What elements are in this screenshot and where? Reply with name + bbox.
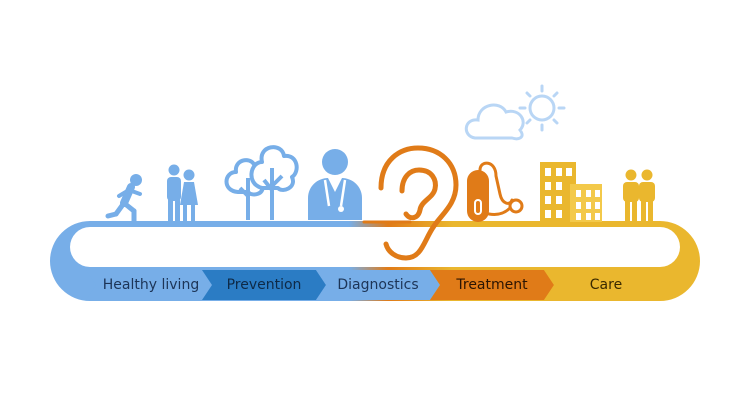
- building-icon: [540, 162, 602, 222]
- stage-label-diagnostics: Diagnostics: [337, 277, 419, 293]
- stage-chevron-care: [544, 270, 670, 300]
- doctor-icon: [308, 149, 362, 220]
- couple-icon: [167, 164, 198, 221]
- stage-label-care: Care: [589, 277, 623, 293]
- stage-chevron-prevention: [202, 270, 326, 300]
- stage-label-treatment: Treatment: [456, 277, 528, 293]
- stage-label-prevention: Prevention: [226, 277, 302, 293]
- ear-icon: [362, 145, 459, 261]
- stage-chevron-diagnostics: [316, 270, 440, 300]
- stage-chevron-healthy-living: [86, 270, 212, 300]
- caregivers-icon: [623, 169, 655, 221]
- cloud-sun-icon: [464, 84, 566, 141]
- stage-label-healthy-living: Healthy living: [102, 277, 200, 293]
- trees-icon: [224, 145, 299, 220]
- hearing-aid-icon: [467, 161, 524, 222]
- stage-chevron-treatment: [430, 270, 554, 300]
- runner-icon: [105, 174, 142, 224]
